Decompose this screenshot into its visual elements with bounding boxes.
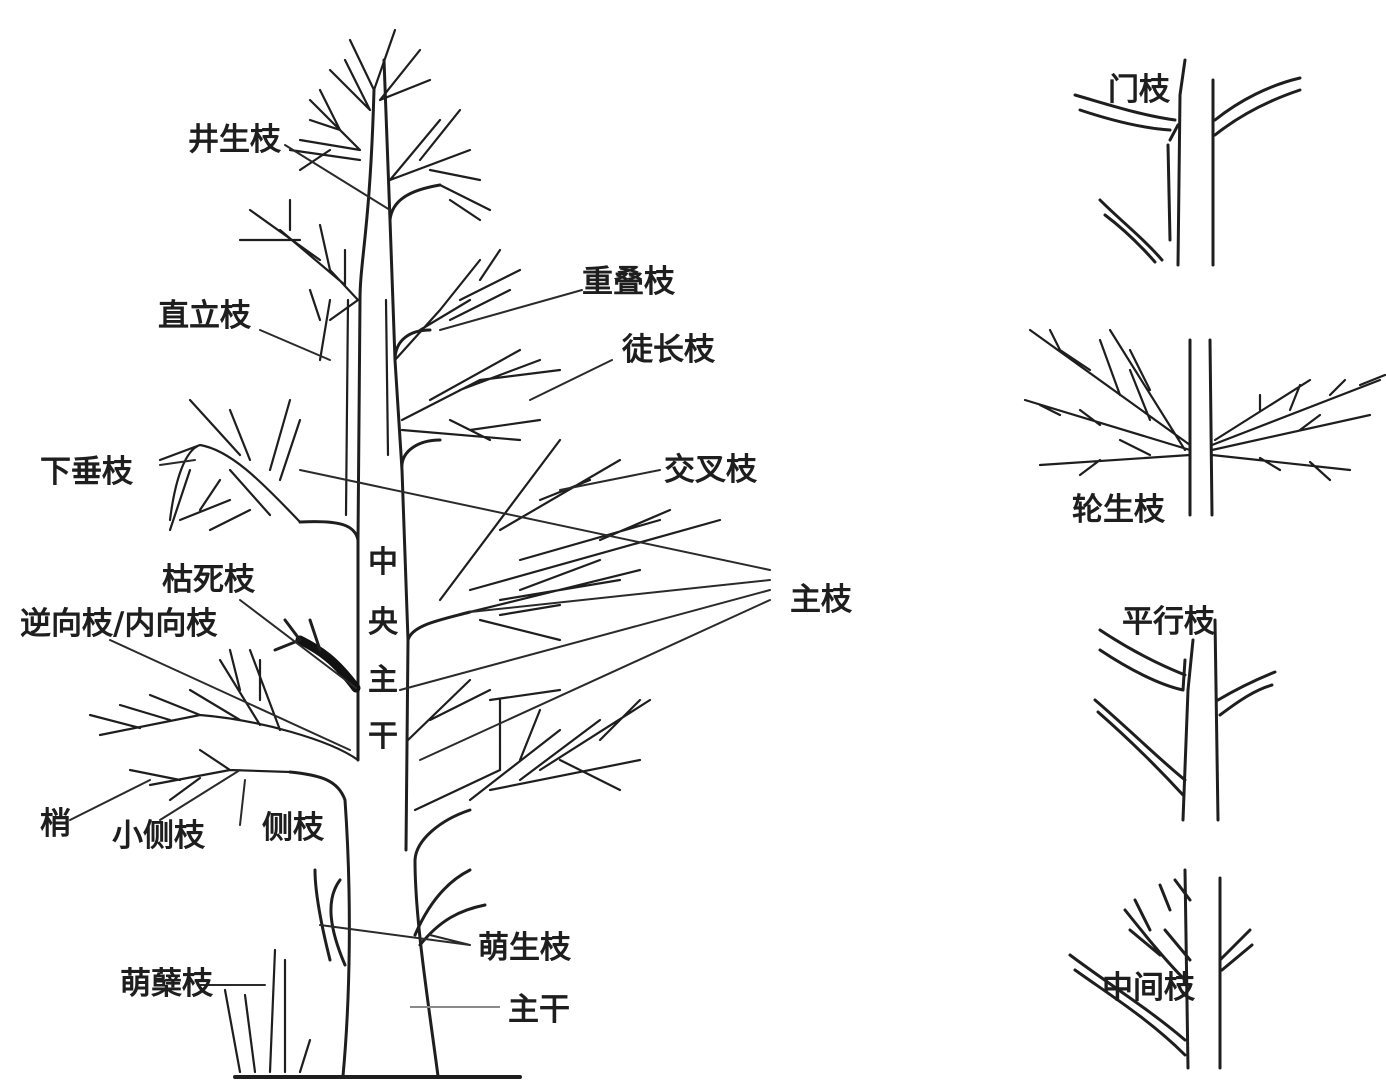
label-ce-zhi: 侧枝 xyxy=(262,810,325,846)
label-zhili-zhi: 直立枝 xyxy=(158,298,252,334)
leader-inner-lines xyxy=(344,298,390,517)
dead-branch xyxy=(295,635,361,693)
label-leader-lines xyxy=(69,144,771,986)
label-pingxing-zhi: 平行枝 xyxy=(1122,604,1216,640)
leader-left-outline xyxy=(298,88,376,762)
label-kusi-zhi: 枯死枝 xyxy=(162,562,256,598)
men-zhi-drawing xyxy=(1073,58,1302,267)
label-lunsheng-zhi: 轮生枝 xyxy=(1072,492,1166,528)
pingxing-zhi-drawing xyxy=(1093,618,1277,822)
lunsheng-zhi-branches xyxy=(1023,328,1386,482)
drooping-branch xyxy=(158,398,302,532)
label-jiaocha-zhi: 交叉枝 xyxy=(664,452,758,488)
trunk-vertical-char-2: 央 xyxy=(368,605,399,640)
label-zhu-zhi: 主枝 xyxy=(790,582,853,618)
panel-men-zhi: 门枝 xyxy=(1073,58,1302,267)
lunsheng-zhi-trunk xyxy=(1188,338,1214,517)
label-men-zhi: 门枝 xyxy=(1108,72,1171,108)
epicormic-sprouts xyxy=(313,868,487,967)
label-jingsheng-zhi: 井生枝 xyxy=(188,122,282,158)
label-tuchang-zhi: 徒长枝 xyxy=(621,332,716,368)
label-mengnie-zhi: 萌蘖枝 xyxy=(120,966,214,1002)
trunk-vertical-char-3: 主 xyxy=(368,663,398,698)
main-tree-labels: 井生枝 重叠枝 直立枝 徒长枝 下垂枝 交叉枝 枯死枝 主枝 逆向枝/内向枝 梢… xyxy=(20,122,853,1028)
zhongjian-zhi-drawing xyxy=(1068,868,1254,1070)
trunk-left-outline xyxy=(288,770,351,1078)
leader-right-outline xyxy=(382,58,472,852)
crown-top-branches xyxy=(288,28,492,222)
main-tree-drawing xyxy=(69,28,771,1079)
label-shao: 梢 xyxy=(40,806,71,842)
label-zhu-gan: 主干 xyxy=(508,992,570,1028)
panel-pingxing-zhi: 平行枝 xyxy=(1093,604,1277,822)
lower-left-branches xyxy=(88,648,360,802)
label-xiachui-zhi: 下垂枝 xyxy=(40,454,134,490)
label-mengsheng-zhi: 萌生枝 xyxy=(478,930,572,966)
label-nixiang-zhi: 逆向枝/内向枝 xyxy=(20,606,218,642)
right-lower-branches xyxy=(406,678,652,812)
trunk-vertical-char-4: 干 xyxy=(368,719,398,754)
panel-lunsheng-zhi: 轮生枝 xyxy=(1023,328,1386,528)
label-chongdie-zhi: 重叠枝 xyxy=(582,264,676,300)
right-mid-branches xyxy=(393,248,562,442)
trunk-right-outline xyxy=(413,808,472,1078)
label-zhongjian-zhi: 中间枝 xyxy=(1102,970,1196,1006)
trunk-vertical-char-1: 中 xyxy=(368,545,398,580)
upper-left-branches xyxy=(238,198,360,362)
root-suckers xyxy=(223,948,312,1074)
label-xiaoce-zhi: 小侧枝 xyxy=(112,818,206,854)
panel-zhongjian-zhi: 中间枝 xyxy=(1068,868,1254,1070)
